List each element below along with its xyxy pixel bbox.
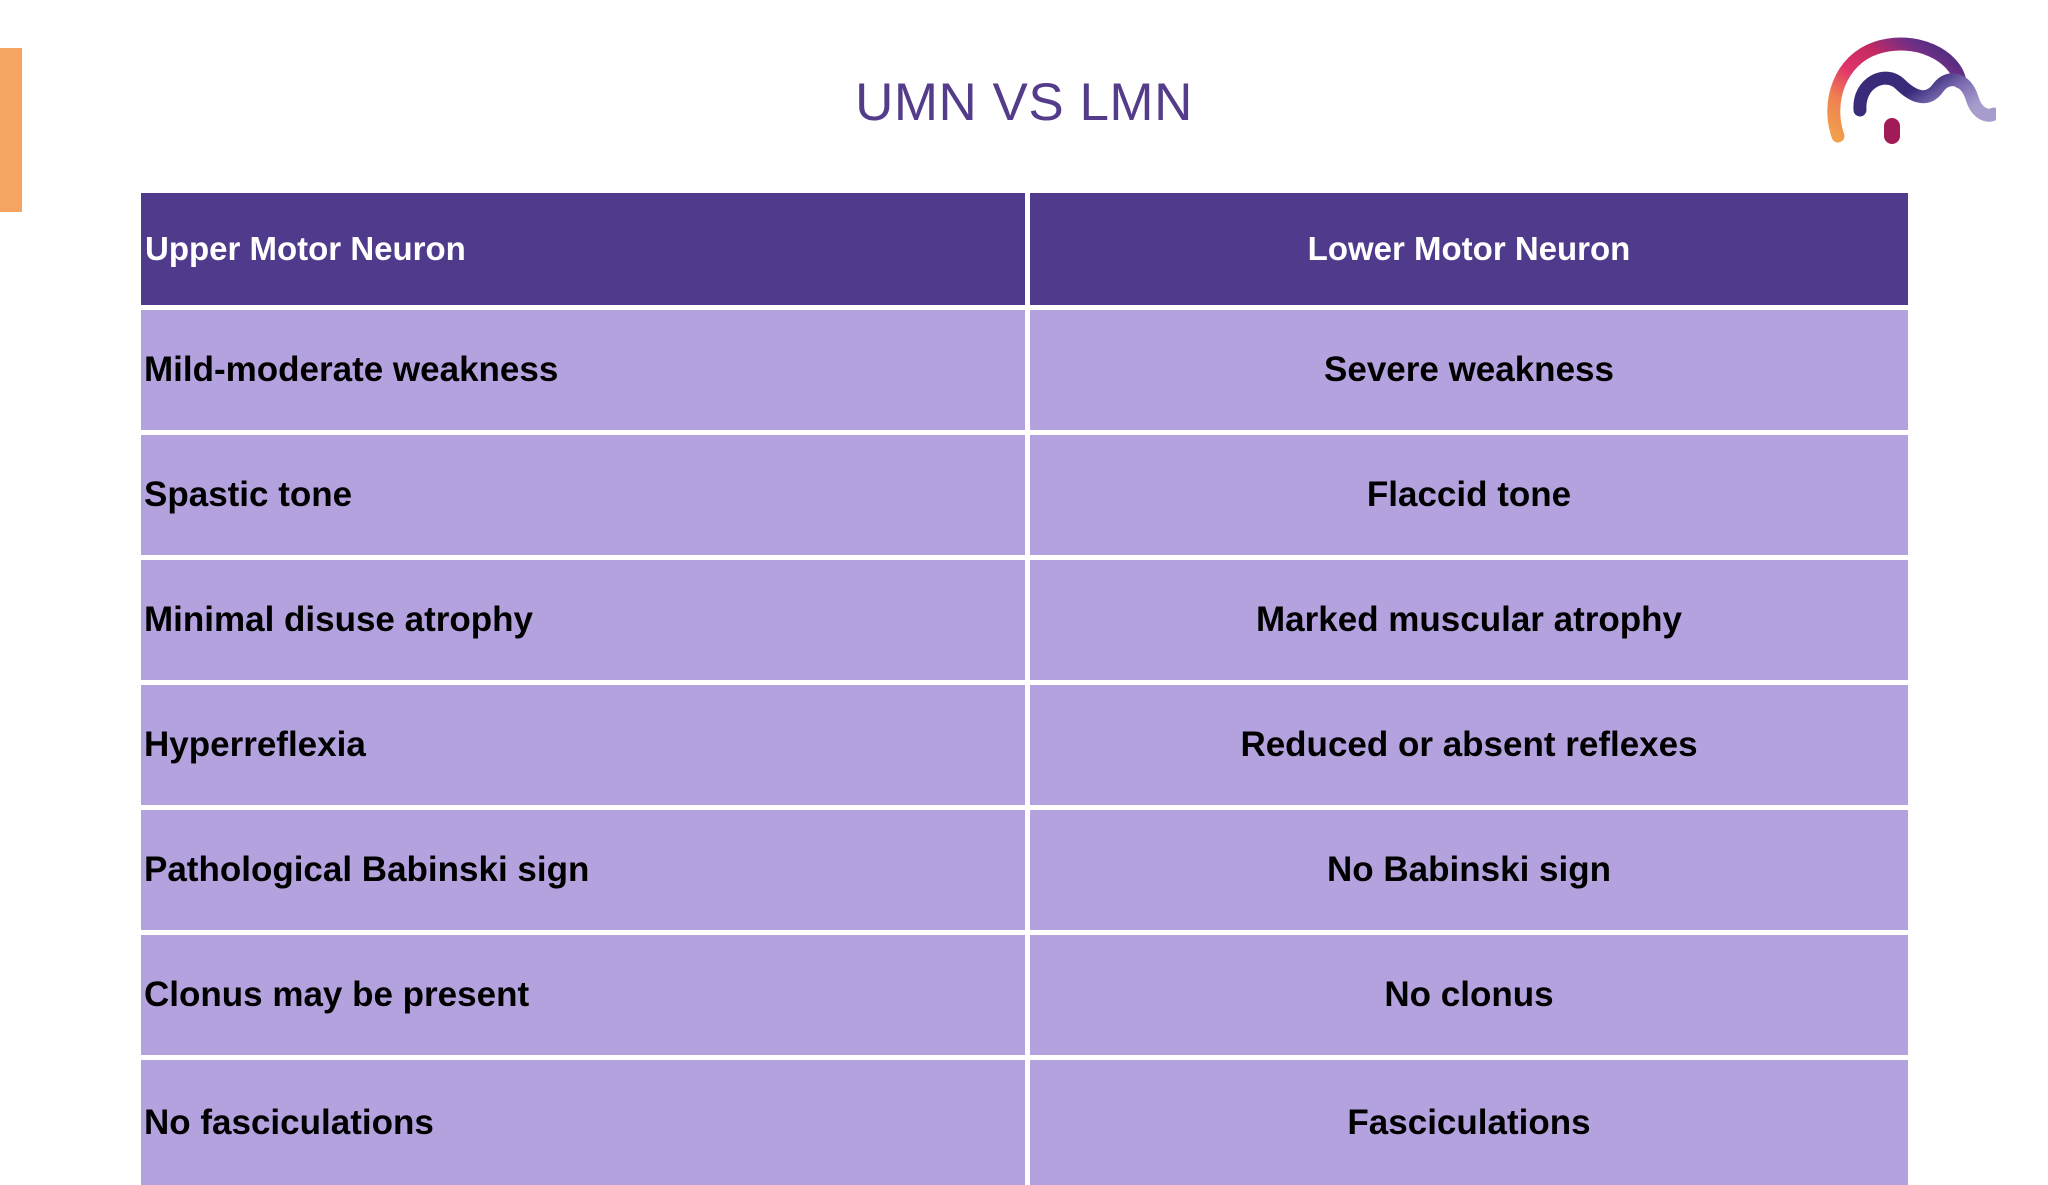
cell-lmn: Severe weakness: [1030, 310, 1908, 435]
table-row: Pathological Babinski sign No Babinski s…: [141, 810, 1908, 935]
cell-umn: Clonus may be present: [141, 935, 1030, 1060]
cell-lmn: Fasciculations: [1030, 1060, 1908, 1185]
cell-umn: Pathological Babinski sign: [141, 810, 1030, 935]
cell-lmn: No Babinski sign: [1030, 810, 1908, 935]
cell-lmn: Reduced or absent reflexes: [1030, 685, 1908, 810]
table-header-row: Upper Motor Neuron Lower Motor Neuron: [141, 193, 1908, 310]
table-row: Clonus may be present No clonus: [141, 935, 1908, 1060]
cell-umn: No fasciculations: [141, 1060, 1030, 1185]
table-row: No fasciculations Fasciculations: [141, 1060, 1908, 1185]
table-row: Spastic tone Flaccid tone: [141, 435, 1908, 560]
cell-umn: Minimal disuse atrophy: [141, 560, 1030, 685]
umn-lmn-comparison-table: Upper Motor Neuron Lower Motor Neuron Mi…: [141, 193, 1908, 1185]
table-row: Minimal disuse atrophy Marked muscular a…: [141, 560, 1908, 685]
column-header-upper-motor-neuron: Upper Motor Neuron: [141, 193, 1030, 310]
page-title: UMN VS LMN: [855, 73, 1193, 132]
table-row: Hyperreflexia Reduced or absent reflexes: [141, 685, 1908, 810]
cell-umn: Spastic tone: [141, 435, 1030, 560]
cell-lmn: No clonus: [1030, 935, 1908, 1060]
column-header-lower-motor-neuron: Lower Motor Neuron: [1030, 193, 1908, 310]
cell-umn: Mild-moderate weakness: [141, 310, 1030, 435]
cell-umn: Hyperreflexia: [141, 685, 1030, 810]
cell-lmn: Flaccid tone: [1030, 435, 1908, 560]
table-row: Mild-moderate weakness Severe weakness: [141, 310, 1908, 435]
brain-wave-logo-icon: [1827, 37, 1996, 144]
left-accent-bar: [0, 48, 22, 212]
brain-wave-logo: [1824, 26, 1996, 144]
cell-lmn: Marked muscular atrophy: [1030, 560, 1908, 685]
